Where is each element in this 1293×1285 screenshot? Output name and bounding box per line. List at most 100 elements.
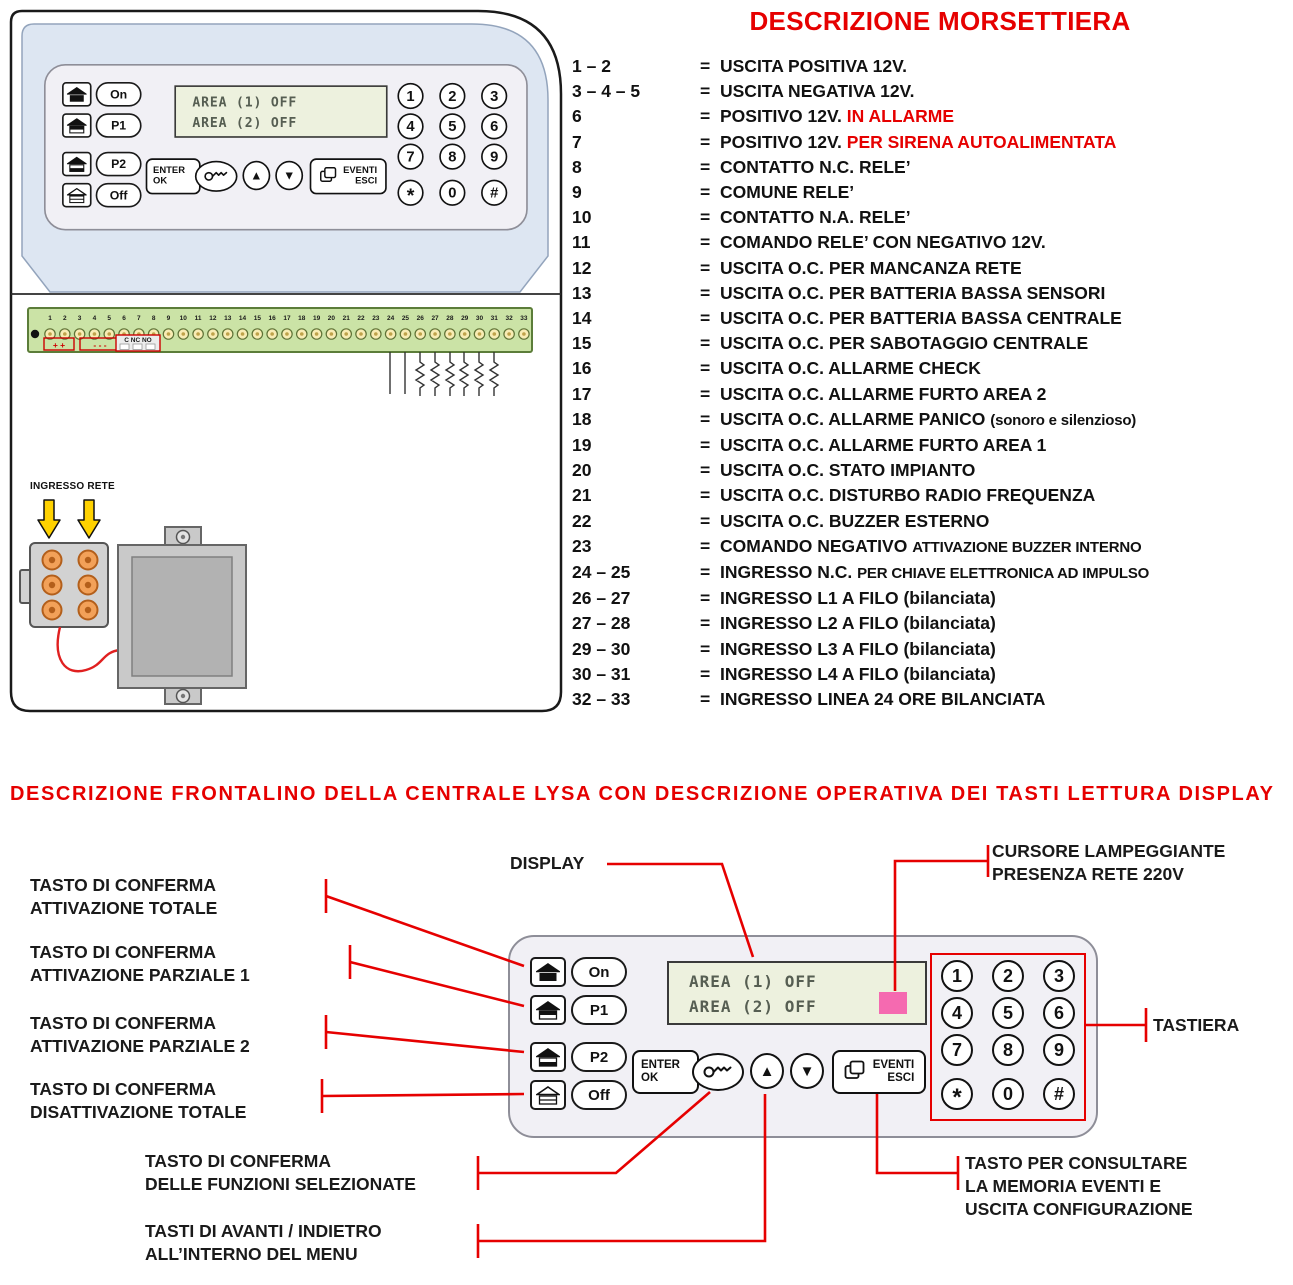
terminal-row: 1 – 2=USCITA POSITIVA 12V. <box>572 54 1288 79</box>
key-icon[interactable] <box>194 160 238 192</box>
key-hash[interactable]: # <box>481 179 508 206</box>
equals-sign: = <box>700 408 711 429</box>
equals-sign: = <box>700 106 711 127</box>
key-1[interactable]: 1 <box>397 82 424 110</box>
key-6[interactable]: 6 <box>1043 997 1075 1029</box>
up-arrow-button[interactable]: ▲ <box>750 1053 784 1089</box>
terminal-number: 32 – 33 <box>572 689 631 710</box>
house-total-icon <box>62 82 92 107</box>
terminal-number-label: 8 <box>152 315 156 322</box>
leader-attivazione-totale <box>325 894 525 968</box>
terminal-description: USCITA O.C. PER BATTERIA BASSA CENTRALE <box>720 308 1122 329</box>
key-8[interactable]: 8 <box>439 143 466 170</box>
keypad-row-on: On <box>530 957 627 987</box>
p1-button[interactable]: P1 <box>95 113 142 138</box>
pages-icon <box>319 166 337 186</box>
terminal-number: 22 <box>572 510 592 531</box>
equals-sign: = <box>700 435 711 456</box>
terminal-number-label: 24 <box>387 315 395 322</box>
terminal-row: 27 – 28=INGRESSO L2 A FILO (bilanciata) <box>572 611 1288 636</box>
terminal-description: INGRESSO N.C. PER CHIAVE ELETTRONICA AD … <box>720 562 1150 583</box>
callout-memoria-eventi: TASTO PER CONSULTARE LA MEMORIA EVENTI E… <box>965 1153 1193 1220</box>
terminal-description: POSITIVO 12V. IN ALLARME <box>720 106 955 127</box>
equals-sign: = <box>700 308 711 329</box>
input-wires <box>389 352 406 394</box>
on-button[interactable]: On <box>95 82 142 107</box>
key-hash[interactable]: # <box>1043 1078 1075 1110</box>
equals-sign: = <box>700 182 711 203</box>
key-4[interactable]: 4 <box>941 997 973 1029</box>
key-5[interactable]: 5 <box>992 997 1024 1029</box>
key-star[interactable]: * <box>397 179 424 207</box>
terminal-row: 30 – 31=INGRESSO L4 A FILO (bilanciata) <box>572 662 1288 687</box>
p1-button[interactable]: P1 <box>571 995 627 1025</box>
key-2[interactable]: 2 <box>439 82 466 110</box>
mains-presence-cursor <box>879 992 907 1014</box>
down-arrow-button[interactable]: ▼ <box>790 1053 824 1089</box>
terminal-number-label: 3 <box>78 315 82 322</box>
terminal-description: USCITA O.C. PER MANCANZA RETE <box>720 257 1022 278</box>
terminal-number-label: 13 <box>224 315 232 322</box>
terminal-row: 15=USCITA O.C. PER SABOTAGGIO CENTRALE <box>572 331 1288 356</box>
key-1[interactable]: 1 <box>941 960 973 992</box>
key-7[interactable]: 7 <box>941 1034 973 1066</box>
key-9[interactable]: 9 <box>481 143 508 170</box>
key-8[interactable]: 8 <box>992 1034 1024 1066</box>
equals-sign: = <box>700 460 711 481</box>
up-arrow-button[interactable]: ▲ <box>242 160 271 191</box>
terminal-number-label: 1 <box>48 315 52 322</box>
terminal-number-label: 23 <box>372 315 380 322</box>
terminal-number: 23 <box>572 535 592 556</box>
terminal-number: 13 <box>572 282 592 303</box>
keypad-row-on: On <box>62 82 142 107</box>
terminal-number: 12 <box>572 257 592 278</box>
key-3[interactable]: 3 <box>1043 960 1075 992</box>
on-button[interactable]: On <box>571 957 627 987</box>
terminal-number-label: 31 <box>491 315 499 322</box>
leader-attivazione-parziale2 <box>325 1030 525 1054</box>
off-button[interactable]: Off <box>571 1080 627 1110</box>
key-5[interactable]: 5 <box>439 113 466 140</box>
key-0[interactable]: 0 <box>992 1078 1024 1110</box>
leader-attivazione-parziale1 <box>349 960 525 1008</box>
equals-sign: = <box>700 282 711 303</box>
terminal-description: USCITA O.C. STATO IMPIANTO <box>720 460 976 481</box>
terminal-description: INGRESSO L4 A FILO (bilanciata) <box>720 663 996 684</box>
key-3[interactable]: 3 <box>481 82 508 110</box>
terminal-number-label: 32 <box>505 315 513 322</box>
terminal-row: 7=POSITIVO 12V. PER SIRENA AUTOALIMENTAT… <box>572 130 1288 155</box>
equals-sign: = <box>700 257 711 278</box>
terminal-number-label: 9 <box>167 315 171 322</box>
terminal-number: 14 <box>572 308 592 329</box>
terminal-row: 14 = USCITA O.C. PER BATTERIA BASSA CENTRA… <box>572 306 1288 331</box>
key-6[interactable]: 6 <box>481 113 508 140</box>
terminal-number-label: 11 <box>195 315 202 322</box>
equals-sign: = <box>700 485 711 506</box>
terminal-number-label: 14 <box>239 315 247 322</box>
key-icon[interactable] <box>692 1053 744 1091</box>
p2-button[interactable]: P2 <box>95 151 142 177</box>
key-0[interactable]: 0 <box>439 179 466 206</box>
p2-button[interactable]: P2 <box>571 1042 627 1072</box>
house-partial1-icon <box>530 995 566 1025</box>
terminal-description: USCITA O.C. DISTURBO RADIO FREQUENZA <box>720 485 1096 506</box>
key-4[interactable]: 4 <box>397 113 424 140</box>
terminal-row: 3 – 4 – 5=USCITA NEGATIVA 12V. <box>572 79 1288 104</box>
equals-sign: = <box>700 638 711 659</box>
key-star[interactable]: * <box>941 1078 973 1111</box>
off-button[interactable]: Off <box>95 182 142 208</box>
down-arrow-button[interactable]: ▼ <box>275 160 304 191</box>
key-7[interactable]: 7 <box>397 143 424 170</box>
key-9[interactable]: 9 <box>1043 1034 1075 1066</box>
key-2[interactable]: 2 <box>992 960 1024 992</box>
terminal-number: 1 – 2 <box>572 56 611 76</box>
